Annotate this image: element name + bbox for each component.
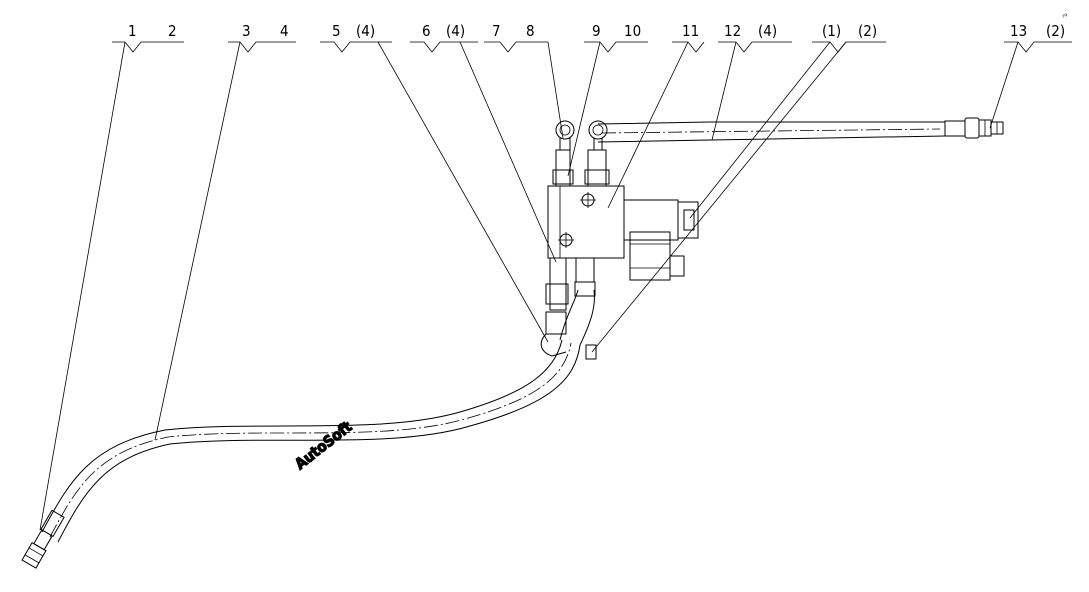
stem-right bbox=[575, 257, 595, 283]
callout-label-4: 4 bbox=[280, 22, 289, 40]
callout-label-5: 5 bbox=[332, 22, 341, 40]
hose-bend-upper bbox=[559, 289, 579, 341]
banjo-right bbox=[588, 120, 608, 140]
callout-label-13b: (2) bbox=[1046, 22, 1065, 40]
hose-centerline bbox=[49, 342, 572, 538]
callout-9-10: 9 10 bbox=[567, 22, 648, 177]
leader-bracket bbox=[584, 41, 648, 53]
hose-top-edge bbox=[597, 121, 945, 125]
callout-label-6: 6 bbox=[422, 22, 431, 40]
leader-line bbox=[689, 41, 831, 219]
valve-block bbox=[540, 120, 699, 360]
top-fitting-right bbox=[587, 149, 607, 187]
callout-label-3: 3 bbox=[242, 22, 251, 40]
callout-label-9: 9 bbox=[592, 22, 601, 40]
leader-line bbox=[591, 41, 847, 353]
callout-1-2: 1 2 bbox=[39, 22, 184, 531]
callout-label-13: 13 bbox=[1010, 22, 1027, 40]
leader-line bbox=[607, 41, 689, 209]
callout-12-4: 12 (4) bbox=[711, 22, 792, 141]
leader-bracket bbox=[320, 41, 392, 53]
ferrule bbox=[33, 529, 53, 551]
callout-5-4: 5 (4) bbox=[320, 22, 549, 343]
callout-label-6b: (4) bbox=[446, 22, 465, 40]
hose-end bbox=[40, 509, 65, 538]
hex-stem-left bbox=[545, 283, 569, 305]
callout-label-11: 11 bbox=[682, 22, 699, 40]
hose-outline-upper bbox=[41, 339, 563, 533]
upper-hose bbox=[597, 117, 1004, 143]
callout-label-8: 8 bbox=[526, 22, 535, 40]
leader-line bbox=[989, 41, 1019, 129]
callout-13-2: 13 (2) bbox=[989, 22, 1072, 129]
leader-bracket bbox=[672, 41, 705, 53]
callout-label-7: 7 bbox=[492, 22, 501, 40]
leader-line bbox=[547, 41, 564, 139]
fitting-bottom-left bbox=[21, 509, 65, 569]
solenoid-nut bbox=[683, 209, 695, 231]
callout-label-1: 1 bbox=[128, 22, 137, 40]
leader-bracket bbox=[228, 41, 296, 53]
callout-label-12: 12 bbox=[724, 22, 741, 40]
connector-right bbox=[574, 281, 596, 297]
hex-right bbox=[584, 169, 610, 185]
callout-label-2-paren: (2) bbox=[858, 22, 877, 40]
coil bbox=[629, 231, 671, 281]
leader-line bbox=[377, 41, 549, 343]
hose-bend-lower bbox=[579, 289, 595, 346]
leader-bracket bbox=[112, 41, 184, 53]
connector-left bbox=[545, 311, 567, 335]
callout-label-1-paren: (1) bbox=[822, 22, 841, 40]
callout-11: 11 bbox=[607, 22, 705, 209]
hose-centerline bbox=[601, 128, 941, 134]
hose-bottom-edge bbox=[597, 135, 946, 143]
manifold-body bbox=[547, 185, 625, 259]
bleed-nipple bbox=[585, 344, 597, 360]
corner-mark: ru bbox=[1062, 12, 1069, 20]
leader-line bbox=[39, 41, 126, 531]
callout-1-2-alt: (1) (2) bbox=[591, 22, 886, 353]
leader-bracket bbox=[718, 41, 792, 53]
top-fitting-left bbox=[555, 149, 571, 187]
leader-line bbox=[154, 41, 241, 441]
crimp-sleeve bbox=[944, 120, 966, 137]
callout-label-12b: (4) bbox=[758, 22, 777, 40]
callout-6-4: 6 (4) bbox=[410, 22, 557, 263]
hose-outline-lower bbox=[57, 344, 581, 543]
callout-label-2: 2 bbox=[168, 22, 177, 40]
leader-line bbox=[459, 41, 557, 263]
coil-plug bbox=[669, 255, 685, 277]
leader-line bbox=[567, 41, 601, 177]
callout-label-10: 10 bbox=[624, 22, 641, 40]
callout-label-5b: (4) bbox=[356, 22, 375, 40]
lower-hose bbox=[41, 289, 595, 543]
callout-7-8: 7 8 bbox=[484, 22, 564, 139]
hex-nut bbox=[964, 117, 980, 139]
leader-bracket bbox=[410, 41, 478, 53]
elbow bbox=[540, 333, 567, 357]
callout-3-4: 3 4 bbox=[154, 22, 296, 441]
leader-line bbox=[711, 41, 737, 141]
banjo-left bbox=[555, 120, 575, 140]
solenoid-cap bbox=[677, 201, 699, 239]
leader-bracket bbox=[484, 41, 548, 53]
leader-bracket bbox=[1004, 41, 1072, 53]
hex-left bbox=[552, 169, 574, 185]
